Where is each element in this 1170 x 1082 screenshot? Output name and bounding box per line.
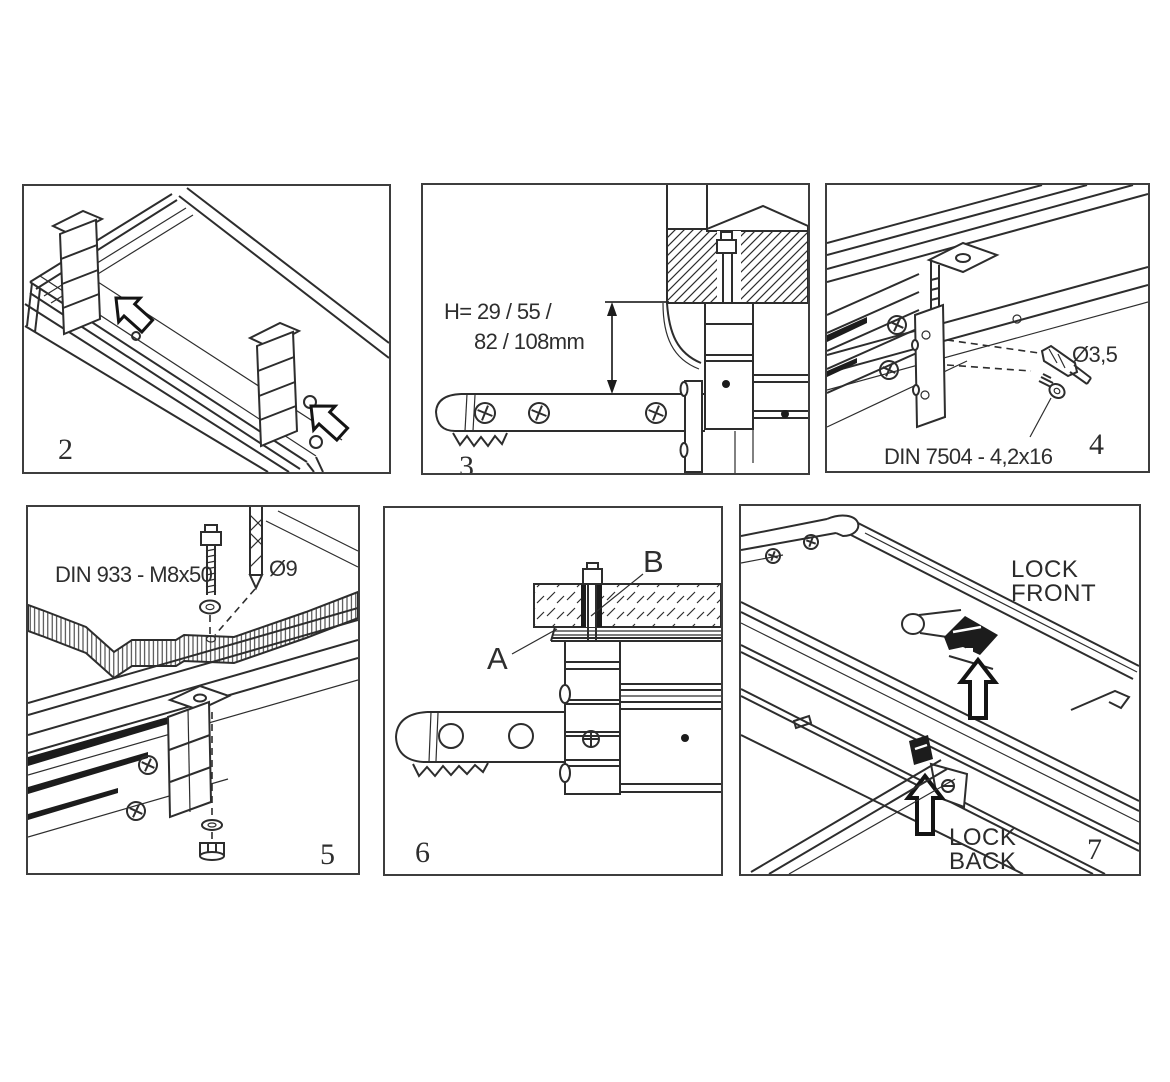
bolt-spec-label: DIN 933 - M8x50 [55,562,213,587]
step-5-illustration-bolt-exploded [28,507,358,861]
step-7-illustration-lock-positions [741,514,1139,874]
panel-step-4: Ø3,5 DIN 7504 - 4,2x16 4 [825,183,1150,473]
phillips-screw-icon [887,315,907,335]
lower-bracket-arm [679,380,754,473]
arrow-up-left-icon [114,296,155,335]
callout-b-leader [590,573,644,617]
panel-step-3: H= 29 / 55 / 82 / 108mm 3 [421,183,810,475]
frame-rails [827,185,1148,428]
phillips-screw-icon [765,548,781,564]
lock-back-line2: BACK [949,848,1017,875]
side-rails-right [753,374,808,419]
panel-step-2: 2 [22,184,391,474]
callout-b: B [643,544,664,579]
phillips-screw-icon [138,755,158,775]
phillips-screw-icon [582,730,600,748]
wood-panel [533,583,721,628]
arrow-up-icon-front [956,656,1000,720]
callout-a-leader [511,628,558,655]
lock-back-label: LOCK BACK [949,826,1016,874]
phillips-screw-icon [528,402,550,424]
step-number: 4 [1089,428,1104,461]
step-6-illustration-section-callouts [394,562,721,795]
mounting-bracket-left [50,209,105,336]
height-dimension-line1: H= 29 / 55 / [444,299,552,324]
support-arm [394,711,565,778]
lock-front-line2: FRONT [1011,580,1097,607]
drill-diameter-label: Ø9 [269,556,298,581]
lock-front-line1: LOCK [1011,556,1079,583]
mounting-bracket-right [247,321,302,448]
bracket-section [662,302,754,430]
arrow-up-left-icon [309,404,350,443]
panel-step-7: LOCK FRONT LOCK BACK 7 [739,504,1141,876]
grip-teeth [452,432,508,448]
phillips-screw-icon [803,534,819,550]
step-number: 5 [320,838,335,871]
arrow-up-icon-back [903,772,947,836]
mounting-bracket [166,684,232,819]
drill-bit [248,507,264,591]
callout-a: A [487,641,508,676]
lock-back-line1: LOCK [949,824,1017,851]
height-dimension [605,301,669,394]
panel-step-6: A B 6 [383,506,723,876]
pilot-hole-leaders [946,339,1040,372]
lock-front-label: LOCK FRONT [1011,558,1096,606]
phillips-screw-icon [474,402,496,424]
phillips-screw-icon [879,360,899,380]
rail-arm [434,393,705,448]
phillips-screw-icon [126,801,146,821]
step-number: 7 [1087,833,1102,866]
lock-front-piece [901,609,998,670]
alignment-dashes [205,588,256,643]
grip-teeth [412,762,489,778]
corner-notch [1070,689,1131,711]
screw-spec-label: DIN 7504 - 4,2x16 [884,444,1053,469]
step-3-illustration-height-section [434,185,808,473]
support-arm [750,759,956,874]
panel-step-5: DIN 933 - M8x50 Ø9 5 [26,505,360,875]
hex-bolt [200,524,222,595]
drill-bit [1040,344,1092,385]
self-tapping-screw [1029,373,1066,438]
height-dimension-label: H= 29 / 55 / 82 / 108mm [444,297,585,357]
height-dimension-line2: 82 / 108mm [474,329,585,354]
mounting-bracket [911,241,1000,429]
clamp-plate [550,626,721,642]
step-2-illustration-frame-with-brackets [24,187,389,472]
step-number: 3 [459,450,474,475]
washer-and-nut [199,819,225,861]
bracket-carriage [559,640,621,795]
step-number: 6 [415,836,430,869]
phillips-screw-icon [645,402,667,424]
washer [199,599,221,615]
side-rails [620,683,721,793]
step-number: 2 [58,433,73,466]
slat-slot [792,714,813,730]
step-4-illustration-bracket-screwing [827,185,1148,438]
drill-diameter-label: Ø3,5 [1072,342,1118,367]
tabletop-slab [28,510,358,680]
